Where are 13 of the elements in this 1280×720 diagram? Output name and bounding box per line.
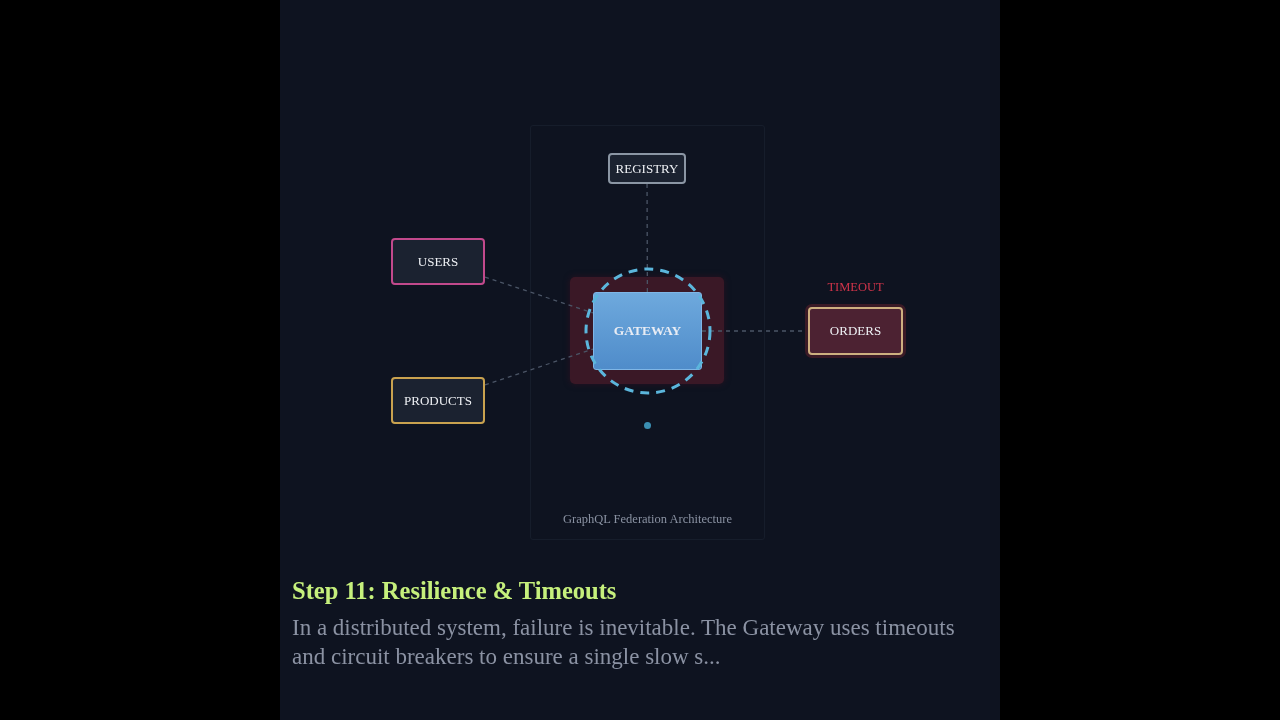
service-box: REGISTRY [608,153,686,184]
step-title: Step 11: Resilience & Timeouts [292,577,617,605]
dashed-connector [484,276,594,314]
gateway-box: GATEWAY [593,292,702,370]
status-label: TIMEOUT [827,280,884,295]
dashed-connector [484,348,594,386]
diagram-caption: GraphQL Federation Architecture [562,512,733,527]
service-box: ORDERS [808,307,903,355]
service-box: PRODUCTS [391,377,485,424]
service-box: USERS [391,238,485,285]
diagram-frame [530,125,765,540]
step-description: In a distributed system, failure is inevitable. The Gateway uses timeouts and circuit breakers to ensure a single slow s... [292,614,956,671]
dashed-connector [646,183,649,293]
